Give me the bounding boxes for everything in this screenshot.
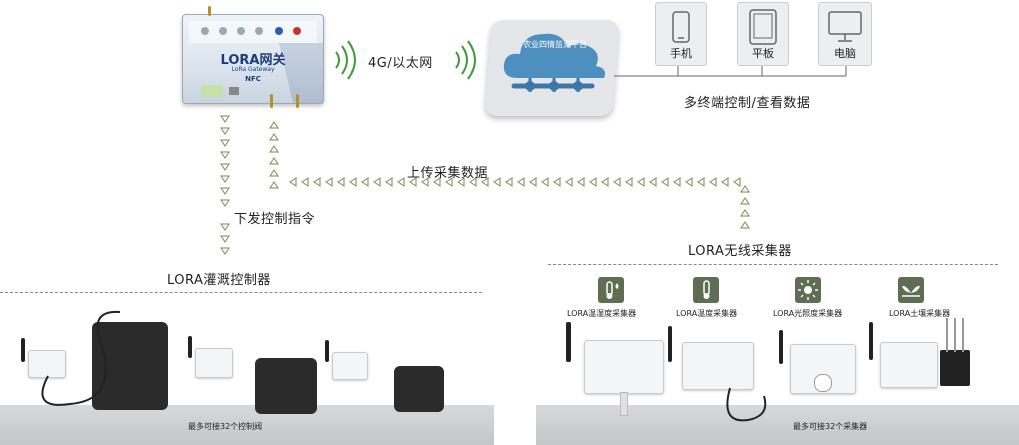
collector-caption: 最多可接32个采集器 (793, 422, 868, 431)
soil-probe-pin (962, 318, 964, 352)
lora-gateway: LORA网关 LoRa Gateway NFC (182, 14, 324, 104)
collector-antenna (869, 322, 873, 360)
gateway-antenna-top (208, 6, 211, 16)
controller-caption: 最多可接32个控制阀 (188, 422, 263, 431)
soil-probe-head (940, 350, 970, 386)
sensor-icon-tile (898, 277, 924, 303)
controller-antenna (188, 336, 192, 358)
terminal-connector-lines (614, 64, 847, 77)
thermometer-icon (703, 280, 710, 299)
controller-divider (0, 292, 482, 293)
gateway-panel-decor (189, 21, 323, 103)
terminal-phone: 手机 (655, 2, 707, 66)
link-label: 4G/以太网 (368, 56, 433, 71)
solenoid-valve-small (394, 366, 444, 412)
terminal-label: 手机 (670, 47, 692, 60)
collector-group-label: LORA无线采集器 (688, 244, 792, 259)
plant-soil-icon (902, 285, 920, 297)
tablet-icon (749, 9, 777, 45)
controller-group-label: LORA灌溉控制器 (167, 273, 271, 288)
upload-label: 上传采集数据 (407, 166, 489, 181)
sensor-probe (620, 392, 628, 416)
wifi-signal-icon (335, 40, 356, 80)
sensor-cable (726, 387, 767, 422)
collector-antenna (668, 326, 672, 362)
soil-probe-pin (946, 318, 948, 352)
sensor-icon-tile (598, 277, 624, 303)
collector-box (682, 342, 754, 390)
gateway-antenna-bottom-2 (296, 94, 299, 108)
collector-antenna (566, 322, 571, 362)
sensor-icon-tile (795, 277, 821, 303)
gateway-nfc: NFC (245, 75, 261, 83)
solenoid-valve-medium (255, 358, 317, 414)
sensor-label: LORA温湿度采集器 (567, 309, 637, 318)
controller-cable (41, 310, 121, 406)
cloud-platform-label: 农业四情监测平台 (523, 40, 587, 49)
controller-module (28, 350, 66, 378)
collector-platform (536, 405, 1019, 445)
gateway-title: LORA网关 (220, 53, 286, 68)
controller-module (332, 352, 368, 380)
gateway-subtitle: LoRa Gateway (231, 66, 275, 73)
collector-box (880, 342, 938, 388)
terminal-label: 平板 (752, 47, 774, 60)
sensor-icon-tile (693, 277, 719, 303)
controller-antenna (325, 340, 329, 362)
terminal-label: 电脑 (834, 47, 856, 60)
controller-module (195, 348, 233, 378)
sun-icon (798, 280, 818, 300)
collector-divider (548, 264, 998, 265)
light-sensor-dome (814, 374, 832, 392)
monitor-icon (828, 11, 862, 42)
sensor-label: LORA光照度采集器 (773, 309, 843, 318)
download-label: 下发控制指令 (234, 212, 316, 227)
cloud-icon (503, 33, 605, 92)
collector-antenna (779, 330, 783, 364)
soil-probe-pin (954, 318, 956, 352)
phone-icon (672, 11, 690, 43)
terminal-computer: 电脑 (818, 2, 872, 66)
thermometer-droplet-icon (606, 281, 619, 299)
controller-antenna (21, 338, 25, 362)
terminals-caption: 多终端控制/查看数据 (684, 96, 811, 111)
sensor-label: LORA温度采集器 (676, 309, 738, 318)
sensor-label: LORA土壤采集器 (889, 309, 951, 318)
collector-box (584, 340, 664, 394)
terminal-tablet: 平板 (737, 2, 789, 66)
gateway-antenna-bottom (270, 94, 273, 108)
wifi-signal-icon (455, 40, 476, 80)
